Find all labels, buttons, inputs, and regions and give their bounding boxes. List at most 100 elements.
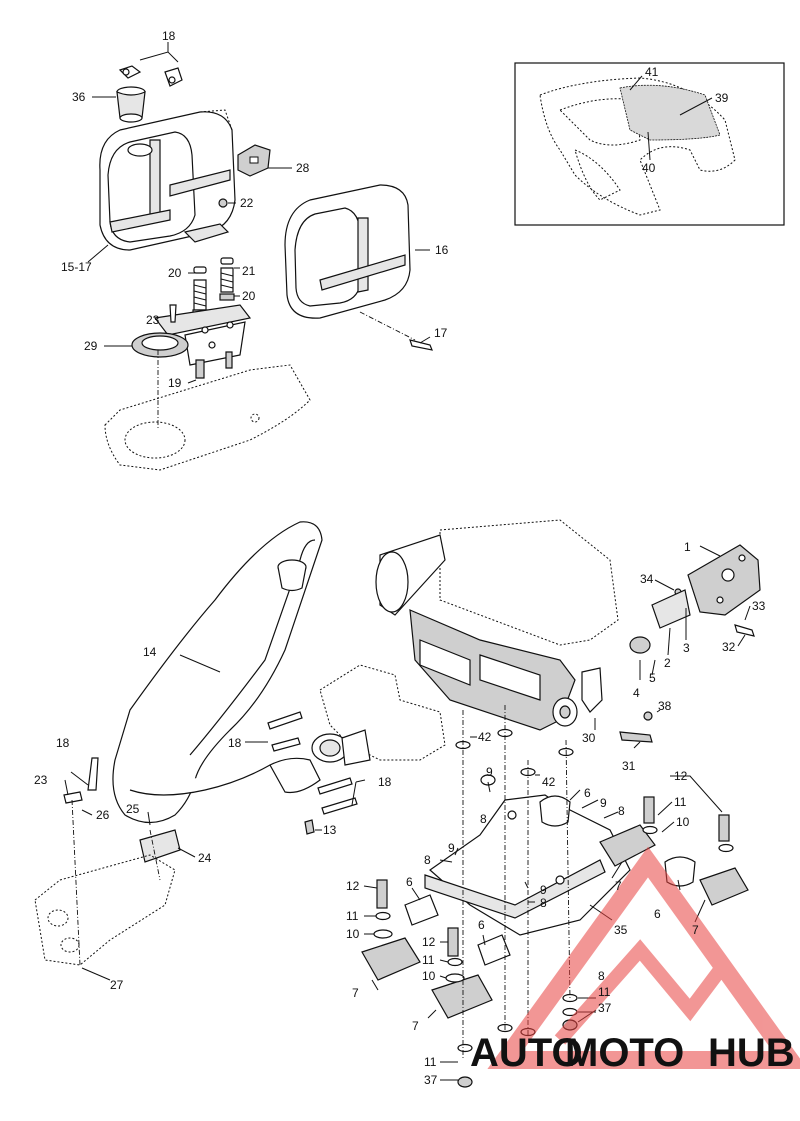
callout-20: 20	[168, 266, 182, 280]
callout-26: 26	[96, 808, 110, 822]
callout-27: 27	[110, 978, 124, 992]
callout-10: 10	[676, 815, 690, 829]
hose-fitting-18	[87, 757, 99, 791]
mount-brackets-7	[361, 824, 749, 1019]
callout-7b: 7	[692, 923, 699, 937]
watermark-logo	[487, 846, 800, 1069]
callout-6: 6	[584, 786, 591, 800]
callout-6c: 6	[406, 875, 413, 889]
callout-2: 2	[664, 656, 671, 670]
callout-11b: 11	[346, 909, 359, 923]
callout-18: 18	[162, 29, 176, 43]
callout-37b: 37	[424, 1073, 438, 1087]
callout-4: 4	[633, 686, 640, 700]
callout-19: 19	[168, 376, 182, 390]
rubber-mounts-6	[404, 795, 696, 966]
lower-left-bracket	[34, 757, 181, 966]
callout-39: 39	[715, 91, 729, 105]
watermark-text-hub: HUB	[708, 1031, 795, 1075]
engine-block	[375, 519, 653, 743]
bolt-31	[619, 731, 653, 743]
watermark-text-auto: AUTO	[470, 1031, 583, 1075]
callout-35: 35	[614, 923, 628, 937]
callout-22: 22	[240, 196, 254, 210]
stud-2-3	[651, 589, 691, 629]
silencer-cover	[284, 184, 433, 351]
callout-8: 8	[480, 812, 487, 826]
center-lines	[71, 705, 571, 1060]
callout-32: 32	[722, 640, 736, 654]
callout-23: 23	[146, 313, 160, 327]
callout-25: 25	[126, 802, 140, 816]
callout-7d: 7	[412, 1019, 419, 1033]
mount-tab	[183, 223, 230, 243]
callout-31: 31	[622, 759, 636, 773]
callout-37: 37	[598, 1001, 612, 1015]
nut-38	[643, 711, 653, 721]
callout-7: 7	[615, 879, 622, 893]
callout-15-17: 15-17	[61, 260, 92, 274]
hull-floor-outline	[104, 364, 311, 471]
callout-5: 5	[649, 671, 656, 685]
engine-mount-plate	[424, 794, 631, 936]
callout-14: 14	[143, 645, 157, 659]
screw-32	[734, 624, 755, 637]
callout-10b: 10	[346, 927, 360, 941]
callout-3: 3	[683, 641, 690, 655]
callout-36: 36	[72, 90, 86, 104]
callout-13: 13	[323, 823, 337, 837]
tuned-pipe	[112, 521, 323, 824]
watermark-text-moto: MOTO	[565, 1031, 684, 1075]
callout-24: 24	[198, 851, 212, 865]
exhaust-manifold	[267, 664, 446, 835]
callout-30: 30	[582, 731, 596, 745]
nut-9	[480, 774, 496, 786]
callout-12: 12	[674, 769, 688, 783]
callout-labels: 18 36 28 22 15-17 16 20 21 20 23 29 19 1…	[34, 29, 766, 1087]
callout-40: 40	[642, 161, 656, 175]
cap-4-5	[629, 636, 651, 654]
watermark-text: AUTO MOTO HUB	[470, 1031, 795, 1075]
callout-18c: 18	[378, 775, 392, 789]
callout-42: 42	[478, 730, 492, 744]
callout-21: 21	[242, 264, 256, 278]
callout-8c: 8	[424, 853, 431, 867]
hose-sleeve	[116, 86, 146, 123]
callout-11e: 11	[424, 1055, 437, 1069]
callout-17: 17	[434, 326, 448, 340]
screw-17	[409, 339, 433, 351]
callout-34: 34	[640, 572, 654, 586]
silencer-body	[99, 109, 236, 251]
callout-18b: 18	[228, 736, 242, 750]
callout-1: 1	[684, 540, 691, 554]
callout-16: 16	[435, 243, 449, 257]
callout-9b: 9	[600, 796, 607, 810]
callout-12c: 12	[422, 935, 436, 949]
callout-6b: 6	[654, 907, 661, 921]
callout-42b: 42	[542, 775, 556, 789]
callout-33: 33	[752, 599, 766, 613]
callout-23b: 23	[34, 773, 48, 787]
callout-18d: 18	[56, 736, 70, 750]
support-plate	[629, 544, 761, 654]
callout-28: 28	[296, 161, 310, 175]
screw-23	[169, 304, 177, 323]
clamp-pair-top	[118, 65, 183, 87]
callout-20b: 20	[242, 289, 256, 303]
springs-18	[267, 711, 358, 815]
callout-6d: 6	[478, 918, 485, 932]
callout-12b: 12	[346, 879, 360, 893]
grommet	[131, 332, 189, 358]
screw-19	[195, 359, 205, 379]
nut-22	[218, 198, 228, 208]
callout-9c: 9	[448, 841, 455, 855]
callout-38: 38	[658, 699, 672, 713]
callout-41: 41	[645, 65, 659, 79]
callout-11: 11	[674, 795, 687, 809]
inset-panel	[514, 62, 785, 226]
callout-11d: 11	[598, 985, 611, 999]
callout-8d: 8	[540, 896, 547, 910]
callout-9d: 9	[540, 883, 547, 897]
callout-29: 29	[84, 339, 98, 353]
